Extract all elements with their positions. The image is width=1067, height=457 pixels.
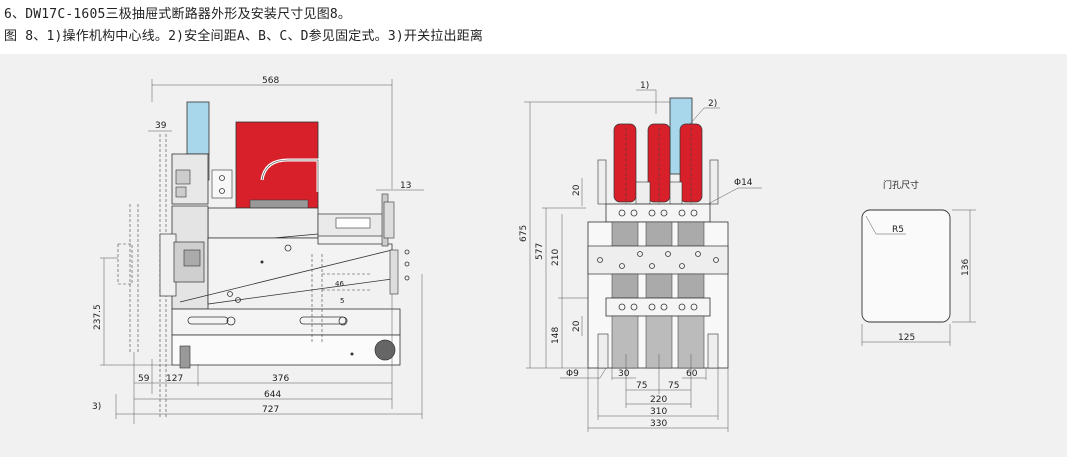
dim-75-b: 75 [668, 381, 679, 391]
dim-127: 127 [166, 374, 183, 384]
dim-568: 568 [262, 76, 279, 86]
dim-644: 644 [264, 390, 281, 400]
note-2: 2) [708, 99, 717, 109]
dim-148: 148 [551, 327, 561, 344]
door-cutout-rect [861, 209, 951, 323]
dim-210: 210 [551, 249, 561, 266]
dim-220: 220 [650, 395, 667, 405]
dim-125: 125 [898, 333, 915, 343]
note-1: 1) [640, 81, 649, 91]
dim-13: 13 [400, 181, 411, 191]
dim-577: 577 [535, 243, 545, 260]
dim-727: 727 [262, 405, 279, 415]
dim-237-5: 237.5 [93, 304, 103, 330]
technical-drawing: 568 39 [92, 76, 976, 432]
dim-136: 136 [961, 259, 971, 276]
dim-20-bottom: 20 [572, 320, 582, 332]
dim-phi9: Φ9 [566, 369, 579, 379]
dim-310: 310 [650, 407, 667, 417]
side-view: 568 39 [92, 76, 424, 424]
label-46: 46 [335, 280, 344, 288]
dim-376: 376 [272, 374, 289, 384]
dim-59: 59 [138, 374, 150, 384]
front-view: 675 577 210 148 20 20 [519, 81, 762, 432]
dim-30: 30 [618, 369, 630, 379]
label-5: 5 [340, 297, 344, 305]
caption-line-2: 图 8、1)操作机构中心线。2)安全间距A、B、C、D参见固定式。3)开关拉出距… [4, 29, 484, 44]
dim-20-top: 20 [572, 184, 582, 196]
drawing-panel: 568 39 [0, 54, 1067, 457]
dim-39: 39 [155, 121, 167, 131]
dim-r5: R5 [892, 225, 904, 235]
dim-phi14: Φ14 [734, 178, 753, 188]
caption-line-1: 6、DW17C-1605三极抽屉式断路器外形及安装尺寸见图8。 [4, 7, 352, 22]
breaker-red-body [235, 121, 319, 209]
dim-60: 60 [686, 369, 698, 379]
dim-330: 330 [650, 419, 667, 429]
dim-675: 675 [519, 225, 529, 242]
handle-blue [186, 101, 210, 155]
door-cutout-title: 门孔尺寸 [883, 179, 919, 191]
dim-75-a: 75 [636, 381, 647, 391]
note-3: 3) [92, 402, 101, 412]
door-cutout: 门孔尺寸 R5 136 125 [861, 179, 976, 346]
